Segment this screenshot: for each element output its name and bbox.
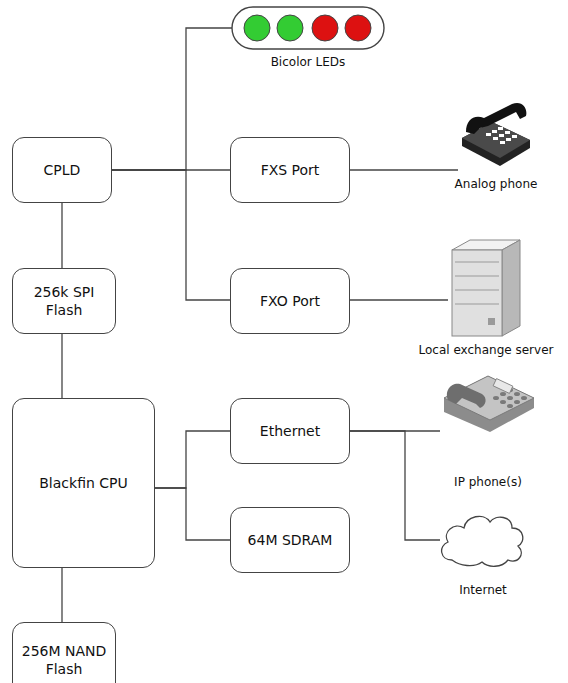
device-icon: Analog phone (458, 108, 534, 192)
connector-line (350, 169, 458, 170)
led-strip (232, 7, 384, 49)
node-label: Internet (457, 583, 509, 598)
server-bays (455, 262, 499, 304)
connector-line (350, 299, 448, 300)
network-icon: Internet (440, 510, 526, 598)
connector-line (155, 488, 230, 540)
led-green (277, 15, 303, 41)
server-button (488, 318, 495, 325)
port-box: FXS Port (230, 137, 350, 203)
connector-line (155, 431, 230, 488)
node-label: Analog phone (453, 177, 540, 192)
memory-box: 64M SDRAM (230, 507, 350, 573)
node-label: IP phone(s) (452, 475, 524, 490)
phone-handset (466, 103, 526, 134)
node-label: FXO Port (260, 292, 320, 310)
chip-box: CPLD (12, 137, 112, 203)
led-group: Bicolor LEDs (232, 4, 384, 70)
ipphone-top (444, 376, 534, 420)
ipphone-body (444, 376, 534, 432)
device-icon: IP phone(s) (440, 370, 536, 490)
connector-line (61, 203, 62, 268)
node-label: FXS Port (261, 161, 320, 179)
device-icon: Local exchange server (448, 236, 524, 358)
memory-box: 256M NAND Flash (12, 622, 116, 683)
interface-box: Ethernet (230, 398, 350, 464)
server-front (452, 250, 502, 336)
port-box: FXO Port (230, 268, 350, 334)
analog-phone-icon (462, 103, 530, 166)
ipphone-display (493, 379, 513, 394)
server-icon (452, 240, 520, 336)
node-label: Blackfin CPU (39, 474, 127, 492)
memory-box: 256k SPI Flash (12, 268, 116, 334)
led-red (345, 15, 371, 41)
node-label: 256k SPI Flash (18, 283, 110, 319)
node-label: Ethernet (260, 422, 320, 440)
connector-line (350, 431, 440, 540)
ip-phone-icon (444, 376, 534, 432)
node-label: CPLD (44, 161, 81, 179)
node-label: 64M SDRAM (248, 531, 333, 549)
led-housing (232, 7, 384, 49)
connector-line (61, 568, 62, 622)
cpu-box: Blackfin CPU (12, 398, 155, 568)
internet-cloud (442, 516, 523, 566)
node-label: Bicolor LEDs (269, 55, 348, 70)
node-label: 256M NAND Flash (18, 642, 110, 678)
server-side (502, 240, 520, 336)
phone-keypad (486, 127, 517, 144)
connector-line (112, 28, 232, 170)
connector-line (112, 170, 230, 300)
led-green (244, 15, 270, 41)
ipphone-handset (447, 384, 486, 408)
led-red (312, 15, 338, 41)
connector-line (61, 334, 62, 398)
node-label: Local exchange server (417, 343, 556, 358)
